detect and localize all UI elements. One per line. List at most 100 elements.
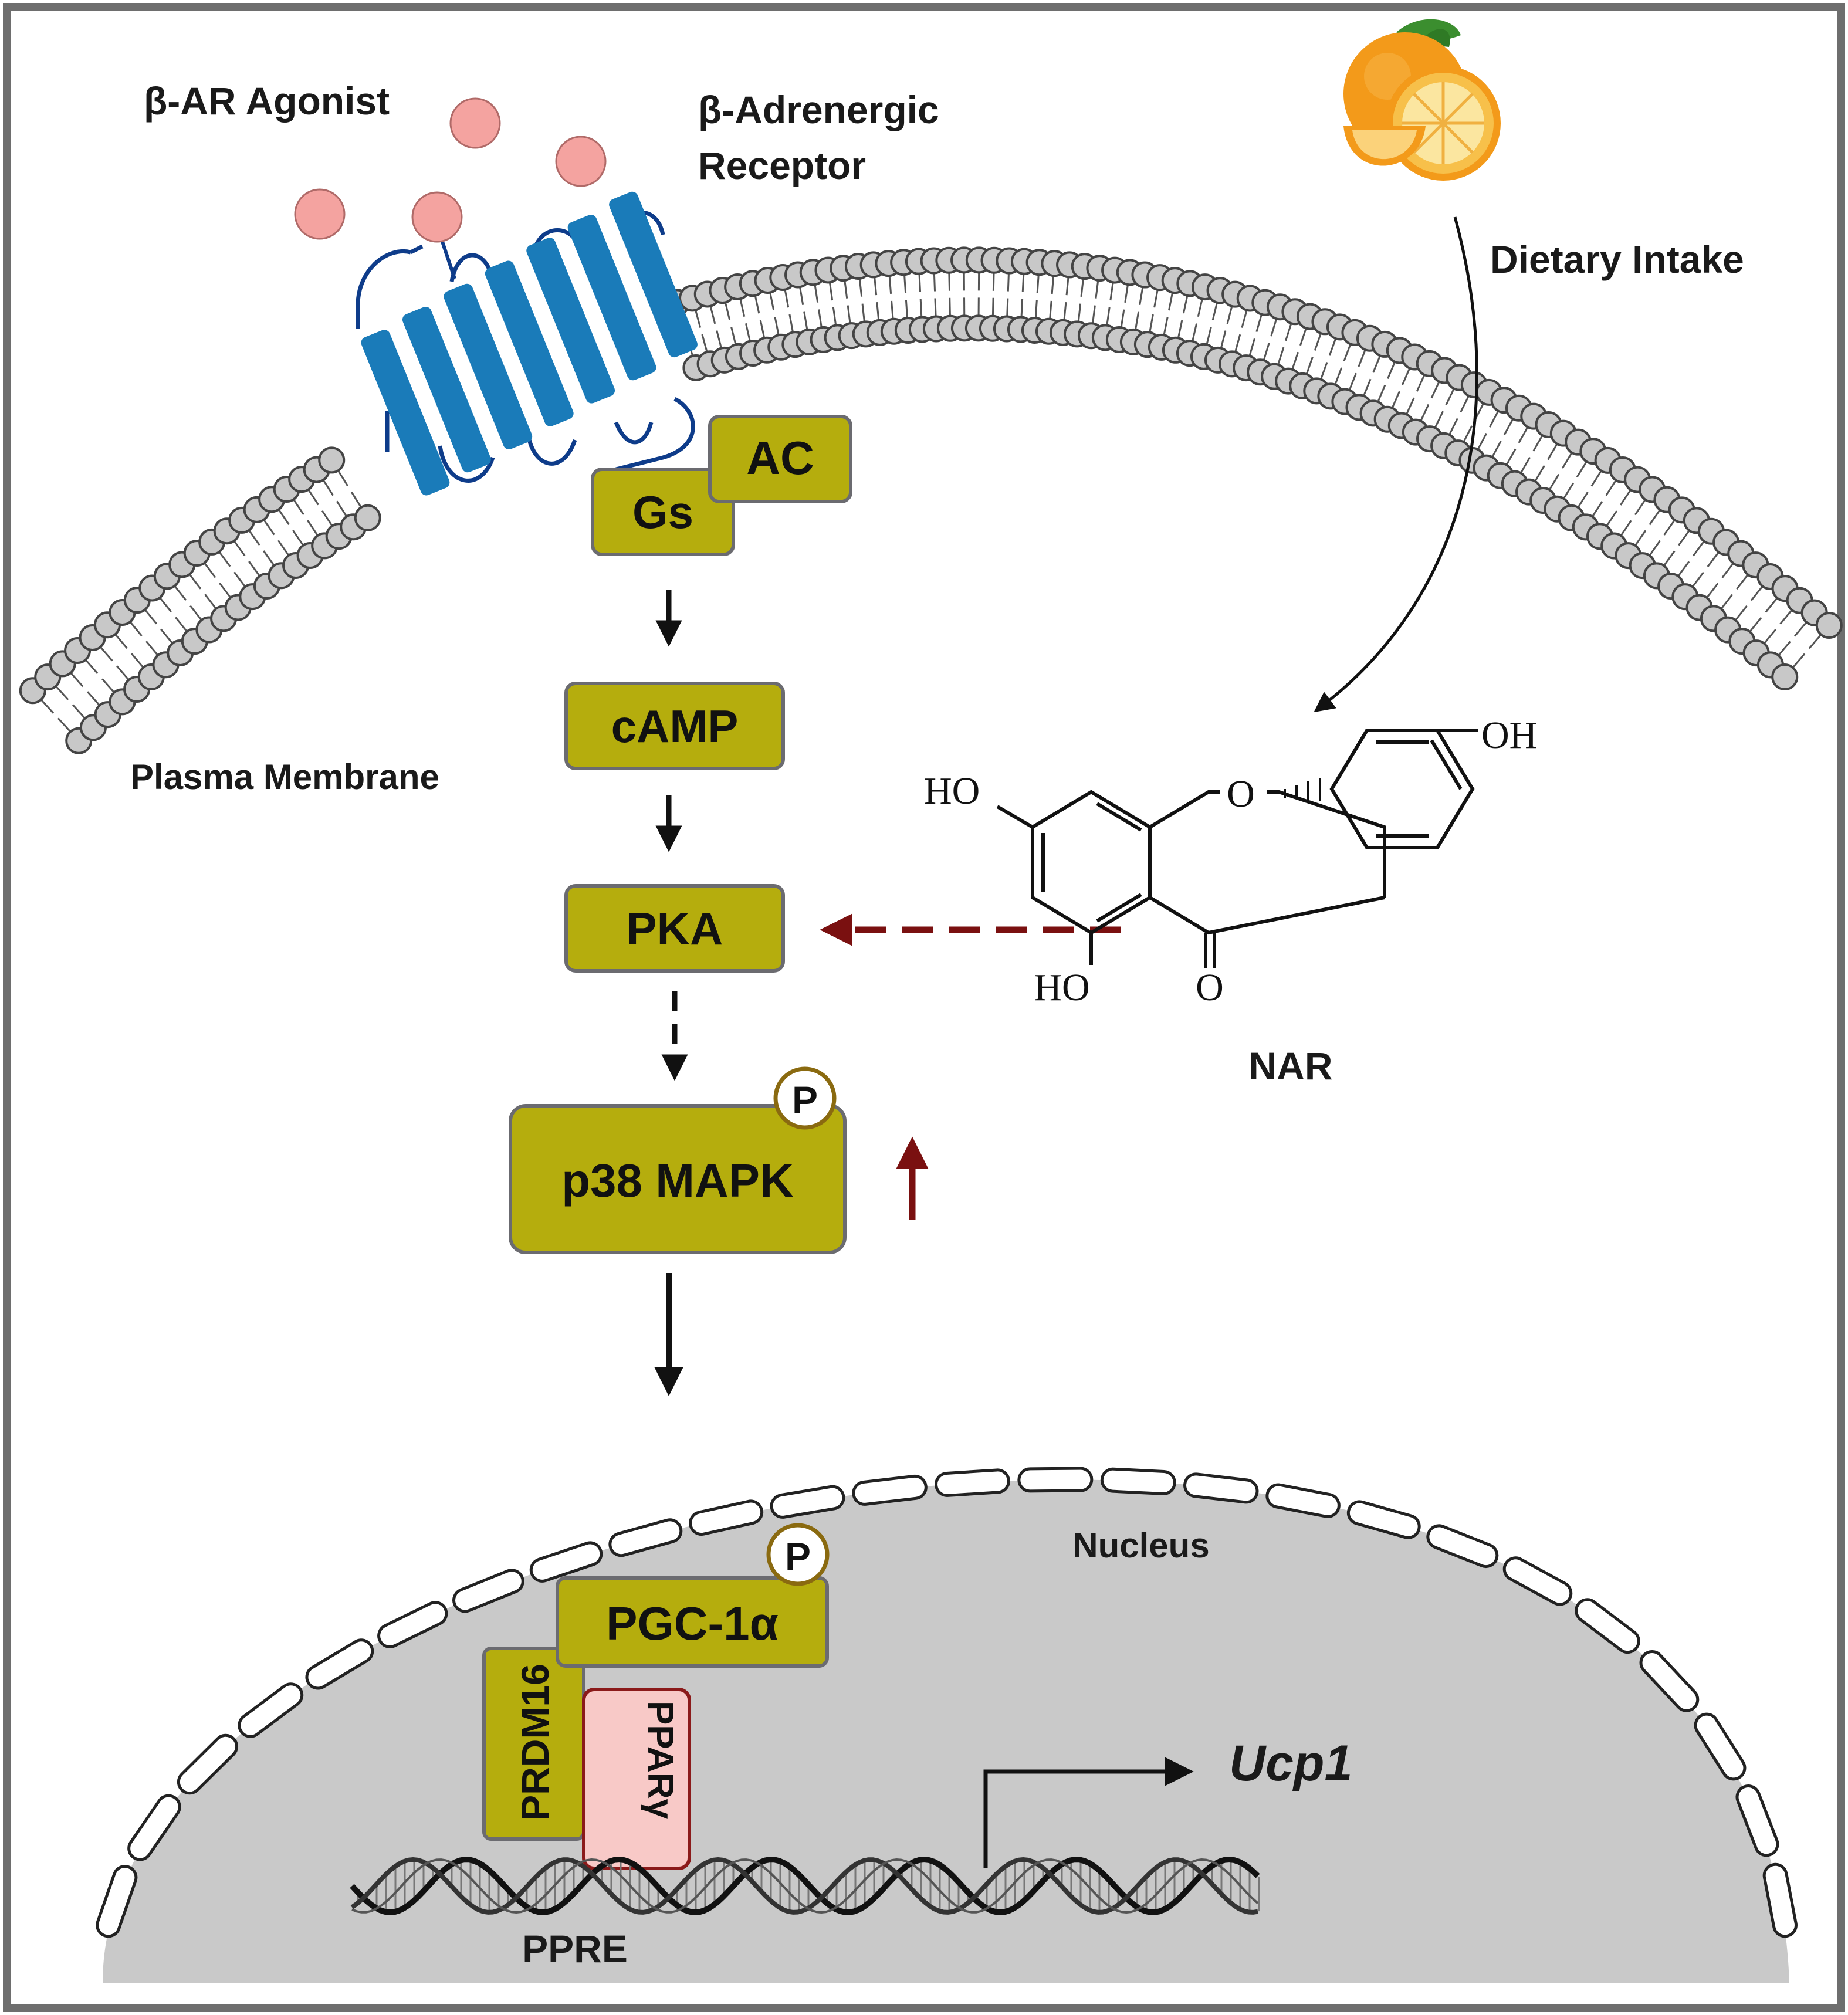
lipid-tail [1605,510,1617,527]
nuclear-pore [1694,1712,1747,1781]
lipid-tail [694,309,702,328]
svg-text:cAMP: cAMP [611,700,739,752]
lipid-head [354,504,381,531]
lipid-tail [1532,434,1544,452]
svg-text:P: P [792,1078,818,1122]
lipid-tail [129,621,143,636]
nuclear-pore [305,1638,374,1690]
lipid-tail [116,665,130,681]
lipid-tail [803,311,808,331]
lipid-tail [1255,313,1263,333]
lipid-tail [788,314,794,333]
lipid-tail [876,302,880,321]
lipid-tail [57,717,72,733]
lipid-tail [828,282,834,301]
lipid-tail [1277,347,1285,366]
lipid-tail [263,550,276,567]
lipid-tail [1291,351,1299,371]
lipid-tail [1503,418,1514,436]
lipid-tail [188,573,202,590]
nuclear-pore [96,1865,138,1938]
svg-text:PGC-1α: PGC-1α [606,1597,779,1650]
nuclear-pore [452,1569,524,1613]
agonist-dot [411,191,463,243]
lipid-tail [1241,309,1248,329]
lipid-tail [277,508,290,526]
receptor-label-line1: β-Adrenergic [698,88,939,131]
lipid-tail [1263,343,1270,361]
phospho-badge-p38: P [773,1066,837,1130]
lipid-tail [759,320,766,339]
lipid-head [1815,611,1843,639]
lipid-tail [1534,465,1545,483]
lipid-tail [701,334,708,353]
lipid-tail [1707,551,1720,567]
lipid-tail [1405,397,1415,415]
lipid-tail [861,303,866,323]
lipid-head [318,446,346,474]
nuclear-pore [1017,1467,1094,1493]
lipid-tail [1034,299,1038,319]
lipid-tail [1051,275,1055,294]
dna-strand [350,1856,1260,1916]
pka-box: PKA [564,884,785,973]
lipid-tail [1139,286,1144,306]
dietary-intake-arrow [1314,216,1478,713]
lipid-tail [744,323,752,342]
lipid-tail [1270,317,1278,337]
lipid-tail [1736,573,1749,590]
lipid-tail [1153,289,1159,308]
lipid-tail [1577,492,1589,509]
lipid-tail [1063,302,1067,321]
lipid-tail [175,617,188,633]
dna-helix [350,1856,1260,1916]
lipid-tail [99,646,113,662]
lipid-tail [145,641,159,656]
lipid-tail [173,585,187,601]
lipid-tail [350,491,363,509]
nuclear-pore [1575,1598,1640,1654]
nuclear-pore [1100,1467,1176,1495]
beta-adrenergic-receptor [356,191,698,496]
nuclear-pore [1502,1556,1573,1606]
lipid-tail [307,520,319,537]
lipid-tail [1377,384,1386,403]
lipid-tail [1591,500,1603,518]
agonist-molecules [294,97,607,279]
lipid-tail [1463,425,1473,443]
lipid-tail [1387,361,1396,379]
agonist-dot [294,188,346,240]
lipid-tail [1562,482,1575,500]
lipid-tail [1750,585,1764,601]
lipid-tail [233,571,246,588]
lipid-tail [292,498,304,516]
lipid-tail [891,300,894,320]
prdm16-box: PRDM16 [482,1647,585,1841]
svg-text:Gs: Gs [632,486,693,538]
lipid-tail [1605,479,1617,496]
plasma-membrane-label: Plasma Membrane [130,757,439,797]
lipid-tail [934,298,937,317]
lipid-tail [784,289,790,308]
nuclear-pore [1762,1862,1798,1938]
lipid-tail [1448,418,1458,436]
plasma-membrane [19,246,1843,754]
lipid-tail [1211,302,1219,321]
lipid-tail [1036,274,1040,293]
lipid-tail [1120,309,1125,329]
lipid-tail [1518,426,1529,443]
lipid-tail [1077,303,1082,323]
svg-text:PKA: PKA [627,903,723,954]
lipid-tail [1634,499,1647,516]
svg-text:AC: AC [746,432,814,484]
lipid-tail [919,299,923,318]
lipid-tail [716,330,723,349]
lipid-tail [724,302,731,320]
lipid-tail [1348,372,1357,391]
svg-text:PRDM16: PRDM16 [513,1664,557,1821]
nuclear-pore [238,1682,304,1738]
dietary-intake-label: Dietary Intake [1490,238,1744,281]
lipid-tail [1792,653,1806,669]
lipid-tail [1285,322,1292,341]
